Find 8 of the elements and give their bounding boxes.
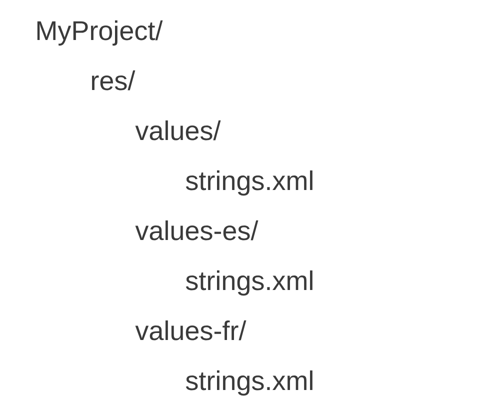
folder-name: values-es/ xyxy=(135,220,258,240)
folder-name: values/ xyxy=(135,120,221,140)
file-name: strings.xml xyxy=(186,170,312,196)
folder-name: MyProject/ xyxy=(37,20,163,46)
file-name: strings.xml xyxy=(186,370,312,396)
file-name: strings.xml xyxy=(186,270,312,296)
folder-name: values-fr/ xyxy=(135,320,246,340)
folder-name: res/ xyxy=(92,70,136,90)
